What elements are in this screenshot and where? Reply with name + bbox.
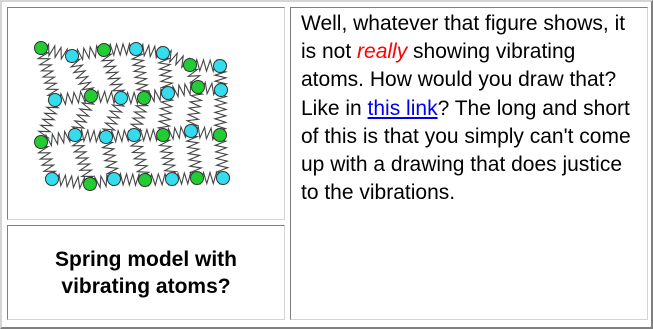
spring: [184, 86, 205, 132]
spring: [35, 99, 61, 143]
spring: [35, 141, 58, 180]
atom: [114, 91, 128, 105]
atom: [83, 177, 97, 191]
spring: [70, 95, 96, 136]
spring: [35, 47, 61, 101]
atom: [68, 128, 82, 142]
this-link[interactable]: this link: [367, 96, 438, 120]
atom: [45, 172, 59, 186]
atom: [190, 171, 204, 185]
spring: [51, 172, 91, 191]
paragraph-text-3: ? The long and short of this is that you…: [301, 96, 631, 205]
paragraph-text-2: showing vibrating atoms. How would you d…: [301, 40, 617, 120]
atom: [184, 124, 198, 138]
spring: [98, 49, 126, 99]
atom: [183, 58, 197, 72]
atom: [156, 128, 170, 142]
spring: [128, 134, 151, 181]
text-cell: Well, whatever that figure shows, it is …: [290, 7, 648, 320]
spring: [212, 89, 229, 136]
spring: [69, 134, 96, 185]
atom: [127, 128, 141, 142]
atom: [191, 80, 205, 94]
atom: [34, 135, 48, 149]
spring: [213, 134, 230, 179]
atom: [137, 91, 151, 105]
atom: [213, 59, 227, 73]
spring: [156, 52, 175, 94]
atom: [99, 130, 113, 144]
spring: [156, 92, 175, 136]
atom: [97, 43, 111, 57]
body-paragraph: Well, whatever that figure shows, it is …: [301, 10, 641, 207]
spring: [99, 136, 121, 180]
atom: [161, 86, 175, 100]
atom: [214, 83, 228, 97]
atom: [156, 46, 170, 60]
atom: [84, 89, 98, 103]
paragraph-text-1: Well, whatever that figure shows, it is …: [301, 12, 626, 64]
atom: [216, 171, 230, 185]
atom: [34, 41, 48, 55]
spring: [129, 48, 151, 99]
spring: [54, 89, 92, 107]
atom: [213, 128, 227, 142]
spring: [101, 97, 126, 138]
spring-lattice-image: [34, 41, 230, 191]
emphasis-word: really: [357, 40, 408, 64]
spring: [67, 55, 96, 97]
spring: [184, 130, 204, 179]
atom: [65, 49, 79, 63]
figure-cell: [7, 7, 285, 220]
atom: [107, 172, 121, 186]
atom: [138, 173, 152, 187]
spring: [156, 134, 179, 180]
atom: [165, 172, 179, 186]
atom: [48, 93, 62, 107]
atom: [129, 42, 143, 56]
